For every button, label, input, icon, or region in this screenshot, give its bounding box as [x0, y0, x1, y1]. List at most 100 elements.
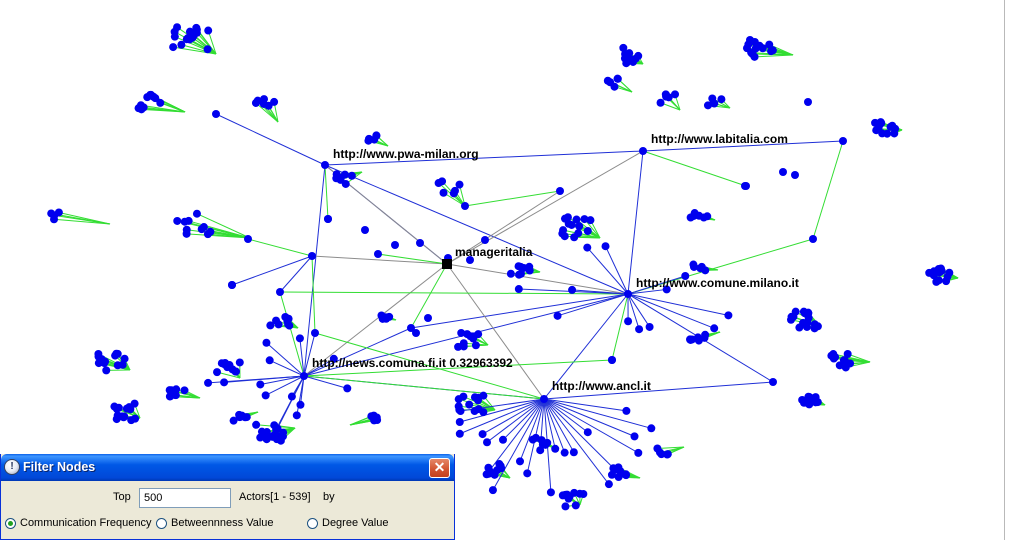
relay-node[interactable] — [769, 378, 777, 386]
leaf-node[interactable] — [252, 420, 261, 429]
leaf-node[interactable] — [455, 180, 464, 189]
relay-node[interactable] — [809, 235, 817, 243]
leaf-node[interactable] — [457, 328, 466, 337]
leaf-node[interactable] — [810, 320, 819, 329]
leaf-node[interactable] — [811, 398, 820, 407]
radio-betweenness-value[interactable] — [156, 517, 167, 529]
leaf-node[interactable] — [621, 50, 630, 59]
leaf-node[interactable] — [172, 385, 181, 394]
leaf-node[interactable] — [171, 391, 180, 400]
leaf-node[interactable] — [645, 322, 654, 331]
leaf-node[interactable] — [229, 416, 238, 425]
leaf-node[interactable] — [292, 411, 301, 420]
relay-node[interactable] — [407, 324, 415, 332]
leaf-node[interactable] — [876, 118, 885, 127]
leaf-node[interactable] — [180, 386, 189, 395]
graph-node[interactable] — [324, 215, 332, 223]
leaf-node[interactable] — [213, 368, 222, 377]
leaf-node[interactable] — [377, 311, 386, 320]
leaf-node[interactable] — [765, 40, 774, 49]
leaf-node[interactable] — [634, 448, 643, 457]
leaf-node[interactable] — [474, 330, 483, 339]
leaf-node[interactable] — [551, 444, 560, 453]
radio-communication-frequency[interactable] — [5, 517, 16, 529]
leaf-node[interactable] — [192, 28, 201, 37]
relay-node[interactable] — [311, 329, 319, 337]
leaf-node[interactable] — [235, 413, 244, 422]
leaf-node[interactable] — [343, 384, 352, 393]
leaf-node[interactable] — [560, 232, 569, 241]
leaf-node[interactable] — [151, 94, 160, 103]
leaf-node[interactable] — [204, 378, 213, 387]
option-label[interactable]: Betweennness Value — [171, 517, 274, 529]
leaf-node[interactable] — [724, 311, 733, 320]
leaf-node[interactable] — [113, 349, 122, 358]
leaf-node[interactable] — [455, 429, 464, 438]
leaf-node[interactable] — [177, 40, 186, 49]
leaf-node[interactable] — [583, 243, 592, 252]
leaf-node[interactable] — [891, 124, 900, 133]
leaf-node[interactable] — [614, 473, 623, 482]
leaf-node[interactable] — [515, 270, 524, 279]
leaf-node[interactable] — [497, 464, 506, 473]
radio-degree-value[interactable] — [307, 517, 318, 529]
leaf-node[interactable] — [182, 229, 191, 238]
leaf-node[interactable] — [283, 316, 292, 325]
leaf-node[interactable] — [564, 219, 573, 228]
leaf-node[interactable] — [173, 23, 182, 32]
leaf-node[interactable] — [787, 312, 796, 321]
leaf-node[interactable] — [528, 435, 537, 444]
leaf-node[interactable] — [506, 269, 515, 278]
relay-node[interactable] — [556, 187, 564, 195]
leaf-node[interactable] — [755, 41, 764, 50]
hub-node-news[interactable] — [300, 372, 308, 380]
leaf-node[interactable] — [843, 350, 852, 359]
leaf-node[interactable] — [365, 134, 374, 143]
leaf-node[interactable] — [119, 413, 128, 422]
graph-node[interactable] — [391, 241, 399, 249]
leaf-node[interactable] — [192, 209, 201, 218]
leaf-node[interactable] — [943, 272, 952, 281]
leaf-node[interactable] — [220, 378, 229, 387]
leaf-node[interactable] — [180, 217, 189, 226]
leaf-node[interactable] — [256, 380, 265, 389]
leaf-node[interactable] — [561, 502, 570, 511]
leaf-node[interactable] — [647, 424, 656, 433]
leaf-node[interactable] — [139, 103, 148, 112]
leaf-node[interactable] — [206, 227, 215, 236]
leaf-node[interactable] — [561, 490, 570, 499]
graph-node[interactable] — [741, 182, 749, 190]
leaf-node[interactable] — [559, 226, 568, 235]
leaf-node[interactable] — [47, 209, 56, 218]
leaf-node[interactable] — [571, 501, 580, 510]
leaf-node[interactable] — [262, 435, 271, 444]
leaf-node[interactable] — [204, 26, 213, 35]
leaf-node[interactable] — [621, 470, 630, 479]
leaf-node[interactable] — [439, 188, 448, 197]
graph-node[interactable] — [791, 171, 799, 179]
leaf-node[interactable] — [370, 416, 379, 425]
leaf-node[interactable] — [259, 99, 268, 108]
leaf-node[interactable] — [525, 262, 534, 271]
leaf-node[interactable] — [125, 403, 134, 412]
leaf-node[interactable] — [102, 366, 111, 375]
leaf-node[interactable] — [173, 216, 182, 225]
graph-node[interactable] — [466, 256, 474, 264]
leaf-node[interactable] — [635, 325, 644, 334]
graph-node[interactable] — [228, 281, 236, 289]
leaf-node[interactable] — [750, 52, 759, 61]
option-label[interactable]: Communication Frequency — [20, 517, 152, 529]
leaf-node[interactable] — [569, 448, 578, 457]
leaf-node[interactable] — [580, 215, 589, 224]
leaf-node[interactable] — [583, 227, 592, 236]
leaf-node[interactable] — [372, 131, 381, 140]
leaf-node[interactable] — [120, 354, 129, 363]
leaf-node[interactable] — [839, 356, 848, 365]
leaf-node[interactable] — [273, 431, 282, 440]
hub-node-pwa[interactable] — [321, 161, 329, 169]
relay-node[interactable] — [276, 288, 284, 296]
leaf-node[interactable] — [536, 446, 545, 455]
leaf-node[interactable] — [611, 465, 620, 474]
leaf-node[interactable] — [118, 360, 127, 369]
leaf-node[interactable] — [272, 316, 281, 325]
